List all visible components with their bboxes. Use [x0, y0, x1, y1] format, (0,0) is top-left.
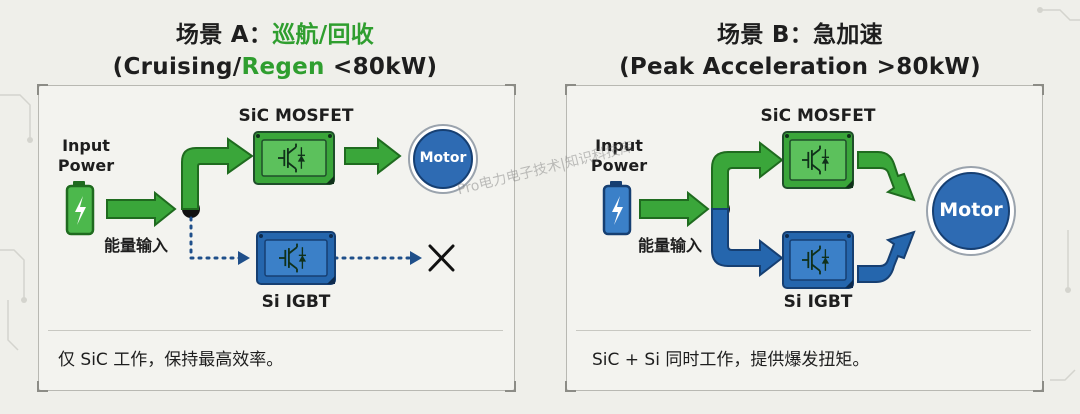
scenario-b-input-label-line2: Power: [590, 156, 648, 175]
scenario-b-motor-label: Motor: [939, 199, 1003, 221]
scenario-b-divider: [576, 330, 1031, 331]
scenario-b-battery-icon: [602, 181, 632, 236]
scenario-b-si-label: Si IGBT: [783, 292, 853, 312]
scenario-a-subtitle: (Cruising/Regen <80kW): [40, 52, 510, 82]
scenario-b-sic-label: SiC MOSFET: [760, 106, 876, 126]
scenario-b-motor-icon: [926, 166, 1016, 256]
scenario-a-energy-label: 能量输入: [104, 236, 169, 255]
scenario-b-caption: SiC + Si 同时工作，提供爆发扭矩。: [592, 350, 870, 370]
scenario-a-subtitle-rest: <80kW): [324, 54, 438, 80]
scenario-a-sic-module-icon: [253, 131, 335, 185]
scenario-a-caption: 仅 SiC 工作，保持最高效率。: [58, 350, 284, 370]
scenario-a-input-label-line1: Input: [62, 136, 110, 155]
scenario-a-title: 场景 A：巡航/回收: [40, 20, 510, 50]
scenario-a-subtitle-open: (Cruising/: [112, 54, 242, 80]
scenario-b-input-power-label: Input Power: [588, 136, 650, 176]
scenario-a-input-arrow: [106, 190, 177, 228]
scenario-b-si-arrow-to-motor: [857, 230, 916, 283]
scenario-a-input-power-label: Input Power: [55, 136, 117, 176]
scenario-b-energy-label: 能量输入: [638, 236, 703, 255]
scenario-a-title-prefix: 场景 A：: [175, 22, 273, 48]
scenario-a-input-label-line2: Power: [57, 156, 115, 175]
scenario-b-arrow-to-sic: [711, 140, 784, 210]
scenario-a-blocked-x-icon: [428, 244, 455, 272]
scenario-a-motor-label: Motor: [419, 150, 467, 166]
scenario-b-sic-arrow-to-motor: [857, 151, 916, 202]
scenario-a-subtitle-highlight: Regen: [241, 54, 325, 80]
scenario-a-arrow-to-sic: [181, 137, 254, 210]
scenario-a-dotted-path-to-si: [189, 216, 414, 260]
scenario-a-battery-icon: [65, 181, 95, 236]
scenario-b-title: 场景 B：急加速: [717, 22, 883, 48]
scenario-a-motor-icon: [408, 124, 478, 194]
scenario-a-divider: [48, 330, 503, 331]
scenario-b-subtitle: (Peak Acceleration >80kW): [619, 54, 981, 80]
scenario-b-input-label-line1: Input: [595, 136, 643, 155]
scenario-a-si-label: Si IGBT: [261, 292, 331, 312]
scenario-b-input-arrow: [639, 190, 710, 228]
scenario-a-si-igbt-module-icon: [256, 231, 336, 285]
scenario-a-arrow-to-motor: [344, 136, 402, 176]
scenario-b-si-igbt-module-icon: [782, 231, 854, 289]
scenario-b-arrow-to-si: [711, 208, 784, 278]
scenario-a-title-highlight: 巡航/回收: [272, 22, 375, 48]
scenario-a-sic-label: SiC MOSFET: [238, 106, 354, 126]
scenario-b-sic-module-icon: [782, 131, 854, 189]
